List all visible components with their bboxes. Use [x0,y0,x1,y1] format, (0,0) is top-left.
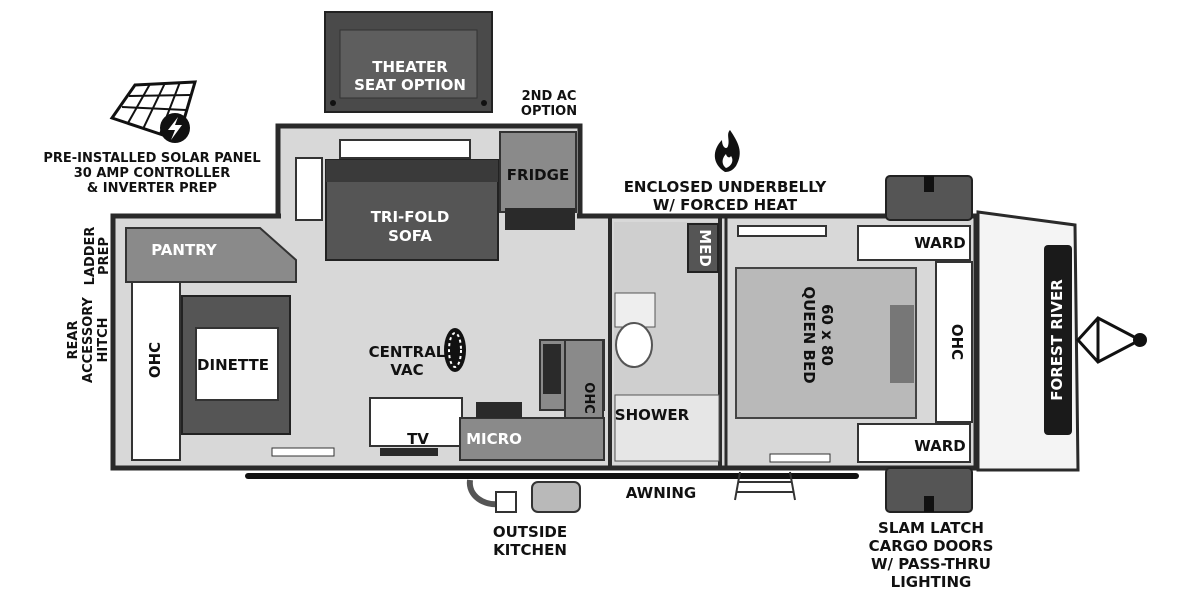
front-ohc-label: OHC [948,324,966,360]
kitchen-ohc-label: OHC [581,382,596,413]
ladder-label-1: LADDER [83,227,98,286]
solar-label-3: & INVERTER PREP [87,181,217,196]
sofa-label-2: SOFA [388,227,432,245]
outside-kitchen: OUTSIDE KITCHEN [466,479,581,559]
kitchen-counter: OHC TV MICRO [369,339,605,461]
fridge-label: FRIDGE [507,166,569,184]
outside-kitchen-label-1: OUTSIDE [493,523,567,541]
window-rear [271,447,335,457]
cargo-label-1: SLAM LATCH [878,519,984,537]
bed-label-2: QUEEN BED [800,286,818,383]
rear-ohc-label: OHC [146,342,164,378]
footprint-icon [444,328,466,372]
central-vac-label-2: VAC [390,361,423,379]
bathroom: MED SHOWER [614,222,720,462]
bed-label-1: 60 x 80 [818,304,836,366]
shower-label: SHOWER [615,406,690,424]
outside-kitchen-label-2: KITCHEN [493,541,567,559]
cargo-label-4: LIGHTING [891,573,972,591]
ladder-label-2: PREP [97,237,112,275]
underbelly-label-1: ENCLOSED UNDERBELLY [624,178,828,196]
ward-bottom-label: WARD [914,437,965,455]
dinette-label: DINETTE [197,356,269,374]
theater-seat-label-2: SEAT OPTION [354,76,466,94]
tri-fold-sofa: TRI-FOLD SOFA [325,139,499,261]
theater-seat-label-1: THEATER [372,58,448,76]
med-label: MED [696,229,714,267]
tv-label: TV [407,430,429,448]
cargo-label-3: W/ PASS-THRU [871,555,991,573]
dinette: DINETTE [181,295,291,435]
ward-top-label: WARD [914,234,965,252]
solar-label-2: 30 AMP CONTROLLER [74,166,231,181]
central-vac-label-1: CENTRAL [369,343,446,361]
solar-label-1: PRE-INSTALLED SOLAR PANEL [43,151,260,166]
pantry-label: PANTRY [151,241,218,259]
cargo-doors [885,175,973,513]
entry-steps [734,471,796,501]
fridge: FRIDGE [499,131,577,230]
pantry: PANTRY [125,227,297,283]
micro-label: MICRO [466,430,522,448]
slide-window [295,157,323,221]
cargo-label-2: CARGO DOORS [869,537,994,555]
rear-hitch-label-3: HITCH [96,317,111,362]
flame-icon [714,130,740,172]
solar-panel-icon [109,80,198,143]
second-ac-label-1: 2ND AC [522,89,577,104]
underbelly-label-2: W/ FORCED HEAT [653,196,798,214]
bedroom: 60 x 80 QUEEN BED WARD WARD OHC [735,225,973,463]
brand-label: FOREST RIVER [1048,279,1066,401]
window-bedroom [769,453,831,463]
theater-seat-option: THEATER SEAT OPTION [324,11,493,113]
sofa-label-1: TRI-FOLD [371,208,450,226]
rear-ohc: OHC [131,281,181,461]
awning-label: AWNING [626,484,696,502]
second-ac-label-2: OPTION [521,104,577,119]
interior-walls [608,216,977,468]
rear-hitch-label-2: ACCESSORY [81,296,96,383]
rear-hitch-label-1: REAR [66,321,81,360]
